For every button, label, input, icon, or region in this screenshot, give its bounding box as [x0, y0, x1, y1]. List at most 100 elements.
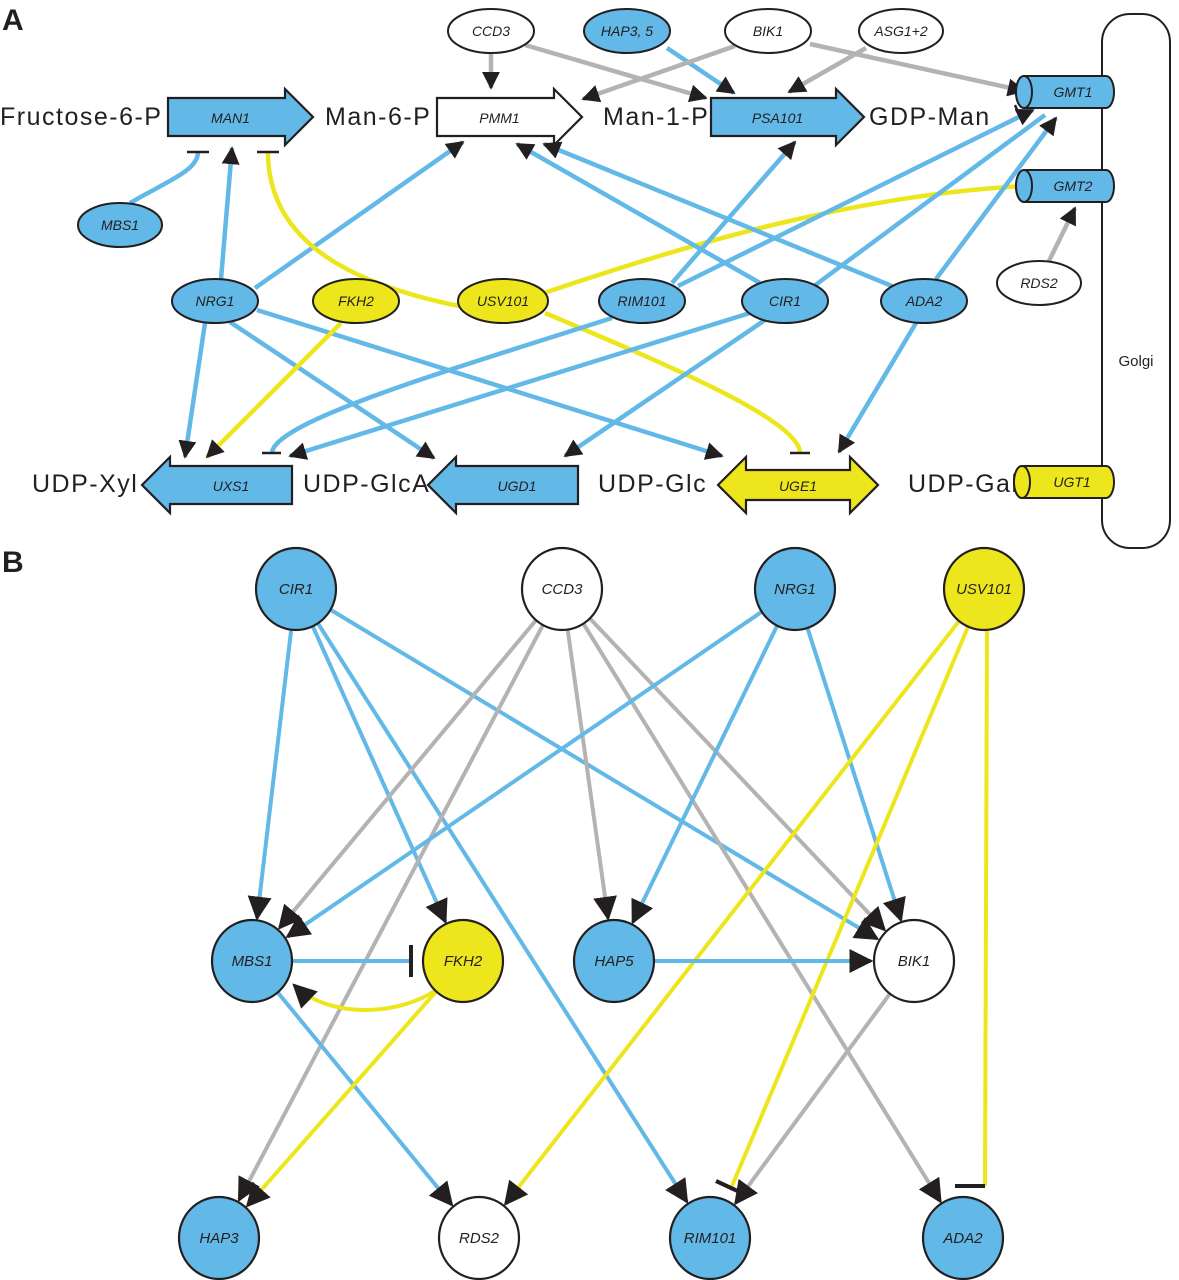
edge-nrg1-to-uxs1-activation: [178, 322, 208, 459]
regulator-asg12: ASG1+2: [858, 8, 944, 54]
edge-line: [515, 142, 762, 285]
edge-line: [524, 42, 708, 103]
edge-cir1-to-mbs1-activation: [247, 629, 294, 921]
enzyme-gmt1: GMT1: [1015, 75, 1115, 109]
node-circle: [210, 918, 294, 1004]
edge-line: [316, 622, 689, 1204]
enzyme-ugd1: UGD1: [426, 454, 580, 516]
edge-line: [330, 608, 880, 941]
edge-cir1-to-rim101-activation: [316, 622, 689, 1204]
enzyme-ugt1: UGT1: [1013, 465, 1115, 499]
enzyme-label: GMT2: [1054, 178, 1093, 194]
edge-line: [805, 627, 906, 923]
edge-cir1-to-bik1-activation: [330, 608, 880, 941]
node-label: BIK1: [898, 953, 931, 970]
edge-line: [277, 619, 538, 930]
regulator-label: MBS1: [101, 217, 139, 233]
edge-line: [677, 107, 1035, 289]
edge-ada2-to-uge1-activation: [837, 321, 918, 454]
regulator-ellipse: [447, 8, 535, 54]
regulator-label: FKH2: [338, 293, 374, 309]
edge-line: [665, 46, 736, 95]
node-circle: [520, 546, 604, 632]
enzyme-label: UGE1: [779, 478, 817, 494]
node-label: CCD3: [542, 581, 583, 598]
regulator-nrg1: NRG1: [171, 278, 259, 324]
node-bik1: BIK1: [872, 918, 956, 1004]
edge-line: [178, 322, 208, 459]
edge-ada2-to-pmm1-activation: [542, 141, 893, 289]
metabolite-man-1-p: Man-1-P: [603, 103, 709, 131]
node-circle: [872, 918, 956, 1004]
edge-line: [563, 318, 767, 458]
edge-line: [247, 629, 294, 921]
edge-nrg1-to-bik1-activation: [805, 627, 906, 923]
node-circle: [177, 1195, 261, 1280]
edge-cir1-to-gmt1-repression: [812, 104, 1047, 288]
enzyme-arrow-shape: [435, 86, 584, 148]
regulator-label: CIR1: [769, 293, 801, 309]
node-rim101: RIM101: [668, 1195, 752, 1280]
regulator-ellipse: [77, 202, 163, 248]
edge-bik1-to-rim101-activation: [733, 992, 892, 1206]
edge-mbs1-to-fkh2-repression: [293, 945, 413, 977]
edge-ccd3-to-ada2-activation: [581, 622, 943, 1204]
enzyme-pmm1: PMM1: [435, 86, 584, 148]
node-circle: [254, 546, 338, 632]
regulator-ada2: ADA2: [880, 278, 968, 324]
node-label: USV101: [956, 581, 1012, 598]
regulator-label: RIM101: [617, 293, 666, 309]
edge-line: [256, 307, 724, 460]
node-label: NRG1: [774, 581, 816, 598]
enzyme-label: UGD1: [498, 478, 537, 494]
edge-ccd3-to-bik1-activation: [588, 617, 887, 932]
node-hap3: HAP3: [177, 1195, 261, 1280]
cylinder-end: [1015, 169, 1033, 203]
edge-line: [218, 146, 240, 280]
edge-line: [285, 610, 763, 939]
node-circle: [753, 546, 837, 632]
edge-fkh2-to-uxs1-activation: [205, 321, 343, 459]
regulator-ellipse: [741, 278, 829, 324]
regulator-ellipse: [996, 260, 1082, 306]
edge-line: [565, 629, 617, 921]
edge-nrg1-to-man1-activation: [218, 146, 240, 280]
node-circle: [942, 546, 1026, 632]
metabolite-udp-glca: UDP-GlcA: [303, 470, 430, 498]
edge-usv101-to-rim101-repression: [715, 625, 970, 1196]
regulator-label: NRG1: [196, 293, 235, 309]
edge-line: [228, 320, 436, 460]
repression-bar: [715, 1179, 745, 1196]
edge-line: [1046, 206, 1078, 262]
panel-b-edges: [237, 608, 989, 1208]
regulator-ellipse: [457, 278, 549, 324]
edge-rim101-to-uxs1-repression: [262, 315, 613, 455]
node-rds2: RDS2: [437, 1195, 521, 1280]
edge-line: [837, 321, 918, 454]
node-nrg1: NRG1: [753, 546, 837, 632]
regulator-ellipse: [858, 8, 944, 54]
panel-b-label: B: [2, 546, 24, 579]
edge-rim101-to-gmt1-activation: [677, 107, 1035, 289]
node-label: FKH2: [444, 953, 483, 970]
edge-rim101-to-psa101-activation: [670, 140, 797, 285]
edge-bik1-to-pmm1-activation: [581, 43, 736, 103]
edge-ada2-to-gmt1-activation: [934, 116, 1058, 281]
node-hap5: HAP5: [572, 918, 656, 1004]
regulator-ellipse: [880, 278, 968, 324]
edge-mbs1-to-rds2-activation: [276, 991, 454, 1207]
metabolite-udp-glc: UDP-Glc: [598, 470, 707, 498]
enzyme-arrow-shape: [426, 454, 580, 516]
edge-line: [310, 625, 448, 924]
edge-line: [588, 617, 887, 932]
edge-line: [503, 620, 961, 1206]
edge-line: [288, 310, 751, 460]
node-cir1: CIR1: [254, 546, 338, 632]
enzyme-label: UXS1: [213, 478, 250, 494]
edge-ccd3-to-mbs1-activation: [277, 619, 538, 930]
regulator-hap35: HAP3, 5: [583, 8, 671, 54]
edge-line: [812, 113, 1047, 288]
enzyme-man1: MAN1: [166, 86, 315, 148]
